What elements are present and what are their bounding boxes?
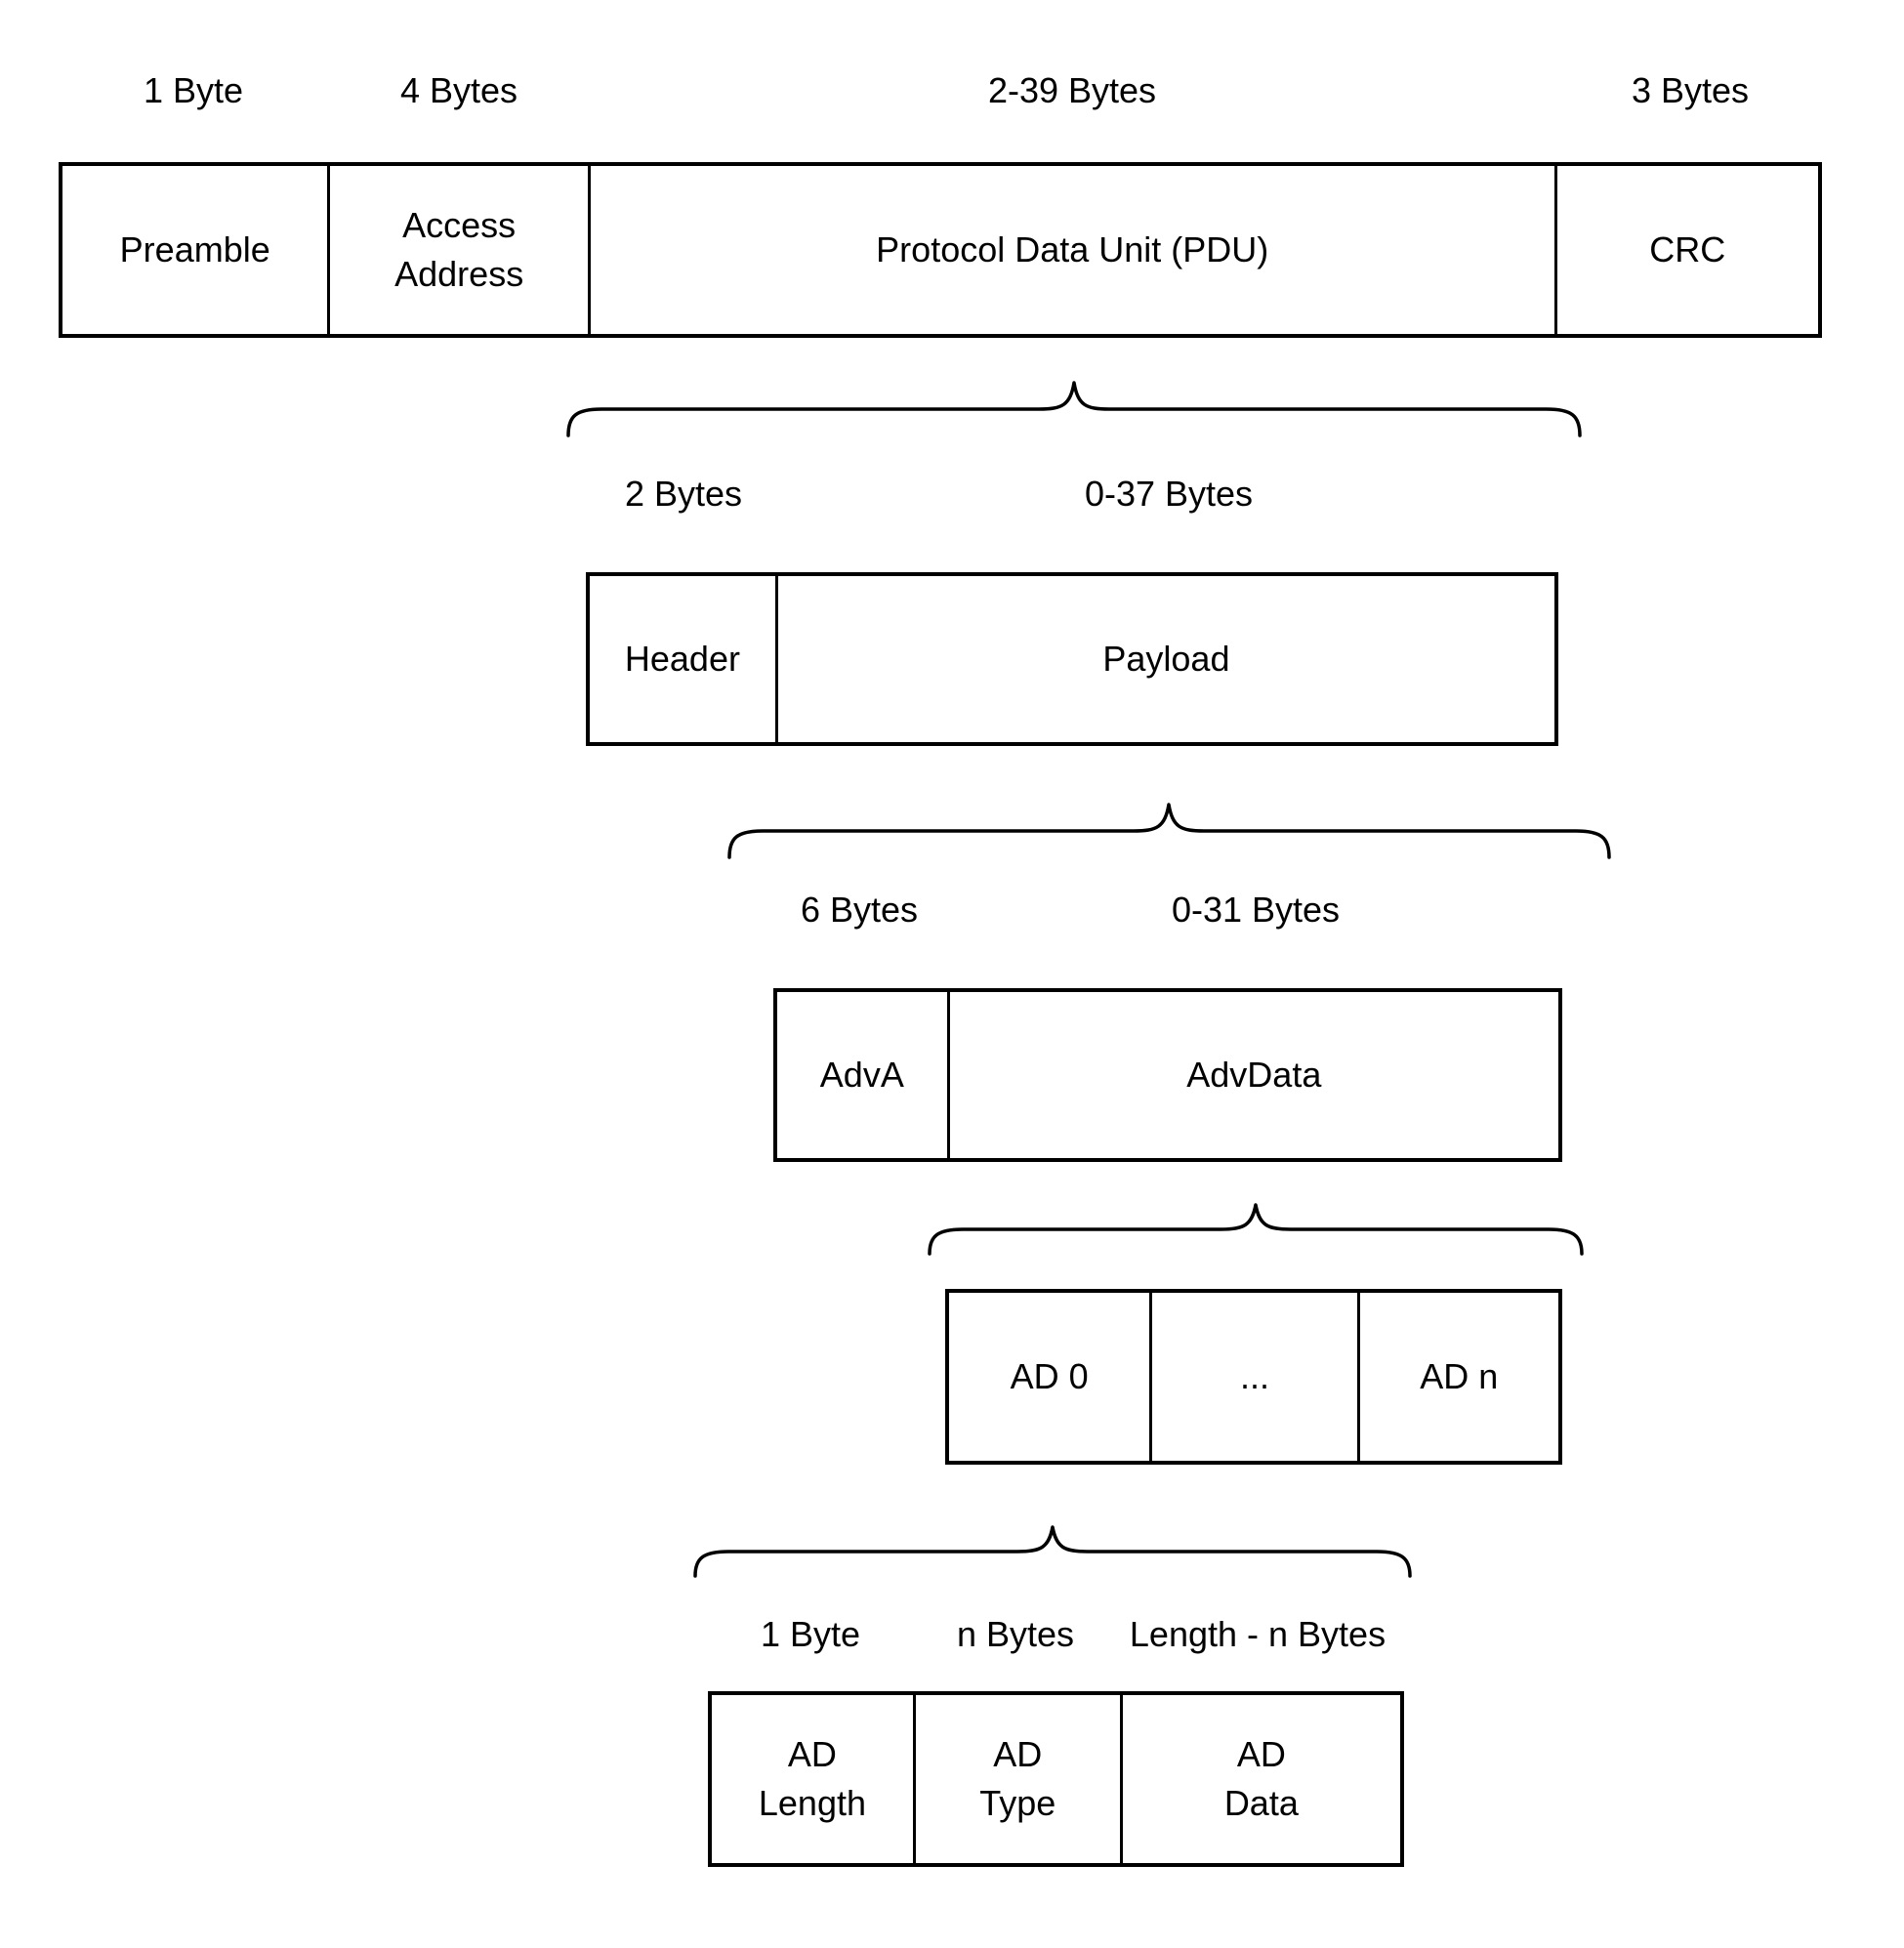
label-advdata-0-31-bytes: 0-31 Bytes xyxy=(1171,890,1341,930)
curly-brace-advdata xyxy=(928,1203,1584,1256)
packet-row: Preamble Access Address Protocol Data Un… xyxy=(59,162,1822,338)
cell-preamble: Preamble xyxy=(119,228,270,269)
cell-advdata: AdvData xyxy=(946,992,1558,1158)
cell-header: Header xyxy=(624,638,740,679)
pdu-row: Header Payload xyxy=(586,572,1558,746)
label-packet-1-byte: 1 Byte xyxy=(143,70,244,110)
label-payload-0-37-bytes: 0-37 Bytes xyxy=(1084,474,1254,514)
cell-ad-type: AD Type xyxy=(912,1695,1120,1863)
label-adva-6-bytes: 6 Bytes xyxy=(800,890,919,930)
cell-ad-ellipsis: ... xyxy=(1149,1293,1356,1461)
cell-ad-data: AD Data xyxy=(1119,1695,1400,1863)
cell-access-address: Access Address xyxy=(327,166,588,334)
payload-row: AdvA AdvData xyxy=(773,988,1562,1162)
curly-brace-pdu xyxy=(566,381,1582,437)
cell-adva: AdvA xyxy=(819,1054,904,1095)
curly-brace-payload xyxy=(727,803,1611,859)
label-packet-4-bytes: 4 Bytes xyxy=(399,70,518,110)
cell-payload: Payload xyxy=(774,576,1554,742)
label-packet-3-bytes: 3 Bytes xyxy=(1631,70,1750,110)
advdata-row: AD 0 ... AD n xyxy=(945,1289,1562,1465)
label-header-2-bytes: 2 Bytes xyxy=(624,474,743,514)
label-ad-length-1-byte: 1 Byte xyxy=(760,1614,861,1654)
label-ad-type-n-bytes: n Bytes xyxy=(956,1614,1075,1654)
cell-ad-0: AD 0 xyxy=(1010,1355,1089,1396)
cell-pdu: Protocol Data Unit (PDU) xyxy=(587,166,1554,334)
cell-crc: CRC xyxy=(1553,166,1818,334)
curly-brace-ad0 xyxy=(693,1525,1412,1578)
label-packet-2-39-bytes: 2-39 Bytes xyxy=(987,70,1157,110)
cell-ad-n: AD n xyxy=(1356,1293,1558,1461)
ad-structure-row: AD Length AD Type AD Data xyxy=(708,1691,1404,1867)
label-ad-data-length-n-bytes: Length - n Bytes xyxy=(1129,1614,1387,1654)
cell-ad-length: AD Length xyxy=(758,1733,866,1823)
